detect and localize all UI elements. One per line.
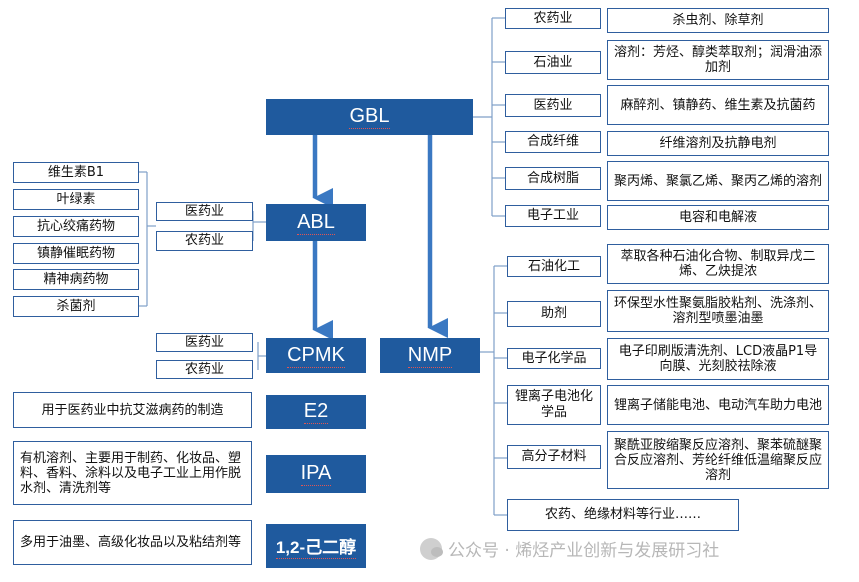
- abl-bracket: [139, 171, 266, 307]
- watermark: 公众号 · 烯烃产业创新与发展研习社: [420, 536, 719, 561]
- gbl-sector-5: 电子工业: [505, 205, 601, 227]
- gbl-sector-1: 石油业: [505, 51, 601, 74]
- nmp-other: 农药、绝缘材料等行业……: [507, 499, 739, 531]
- gbl-use-4: 聚丙烯、聚氯乙烯、聚丙乙烯的溶剂: [607, 161, 829, 201]
- node-abl-label: ABL: [297, 210, 335, 235]
- node-gbl: GBL: [266, 99, 473, 135]
- nmp-use-3: 锂离子储能电池、电动汽车助力电池: [607, 385, 829, 425]
- node-hexanediol: 1,2-己二醇: [266, 524, 366, 568]
- node-ipa: IPA: [266, 455, 366, 493]
- nmp-sector-1: 助剂: [507, 301, 601, 327]
- nmp-sector-3: 锂离子电池化学品: [507, 385, 601, 425]
- node-ipa-label: IPA: [300, 462, 332, 486]
- node-e2-label: E2: [303, 400, 329, 424]
- abl-product-0: 维生素B1: [13, 162, 139, 183]
- node-nmp: NMP: [380, 338, 480, 373]
- cpmk-sector-0: 医药业: [156, 333, 253, 352]
- nmp-use-0: 萃取各种石油化合物、制取异戊二烯、乙炔提浓: [607, 244, 829, 284]
- abl-product-5: 杀菌剂: [13, 296, 139, 317]
- gbl-use-3: 纤维溶剂及抗静电剂: [607, 131, 829, 156]
- nmp-use-2: 电子印刷版清洗剂、LCD液晶P1导向膜、光刻胶祛除液: [607, 338, 829, 380]
- gbl-use-1: 溶剂：芳烃、醇类萃取剂；润滑油添加剂: [607, 40, 829, 80]
- gbl-bracket: [473, 17, 505, 217]
- nmp-sector-0: 石油化工: [507, 256, 601, 277]
- e2-use: 用于医药业中抗艾滋病药的制造: [13, 392, 252, 428]
- node-hexanediol-label: 1,2-己二醇: [275, 533, 357, 559]
- hexanediol-use: 多用于油墨、高级化妆品以及粘结剂等: [13, 520, 252, 565]
- gbl-sector-0: 农药业: [505, 8, 601, 29]
- cpmk-sector-1: 农药业: [156, 360, 253, 379]
- node-e2: E2: [266, 395, 366, 429]
- abl-product-2: 抗心绞痛药物: [13, 216, 139, 237]
- node-nmp-label: NMP: [407, 343, 453, 368]
- ipa-use: 有机溶剂、主要用于制药、化妆品、塑料、香料、涂料以及电子工业上用作脱水剂、清洗剂…: [13, 441, 252, 505]
- flow-arrows: [312, 135, 449, 341]
- nmp-bracket: [480, 265, 507, 516]
- nmp-use-4: 聚酰亚胺缩聚反应溶剂、聚苯硫醚聚合反应溶剂、芳纶纤维低温缩聚反应溶剂: [607, 431, 829, 489]
- node-gbl-label: GBL: [349, 105, 390, 129]
- gbl-use-5: 电容和电解液: [607, 205, 829, 230]
- nmp-sector-4: 高分子材料: [507, 445, 601, 469]
- abl-product-1: 叶绿素: [13, 189, 139, 210]
- nmp-sector-2: 电子化学品: [507, 348, 601, 369]
- node-cpmk: CPMK: [266, 338, 366, 373]
- gbl-sector-4: 合成树脂: [505, 167, 601, 190]
- node-cpmk-label: CPMK: [287, 343, 345, 368]
- watermark-text: 公众号 · 烯烃产业创新与发展研习社: [448, 541, 720, 561]
- gbl-sector-3: 合成纤维: [505, 131, 601, 153]
- node-abl: ABL: [266, 204, 366, 241]
- abl-sector-0: 医药业: [156, 202, 253, 221]
- abl-product-4: 精神病药物: [13, 269, 139, 290]
- wechat-icon: [420, 537, 443, 560]
- gbl-sector-2: 医药业: [505, 94, 601, 117]
- abl-sector-1: 农药业: [156, 231, 253, 251]
- gbl-use-2: 麻醉剂、镇静药、维生素及抗菌药: [607, 85, 829, 125]
- cpmk-bracket: [257, 342, 266, 370]
- gbl-use-0: 杀虫剂、除草剂: [607, 8, 829, 33]
- nmp-use-1: 环保型水性聚氨脂胶粘剂、洗涤剂、溶剂型喷墨油墨: [607, 290, 829, 332]
- abl-product-3: 镇静催眠药物: [13, 243, 139, 264]
